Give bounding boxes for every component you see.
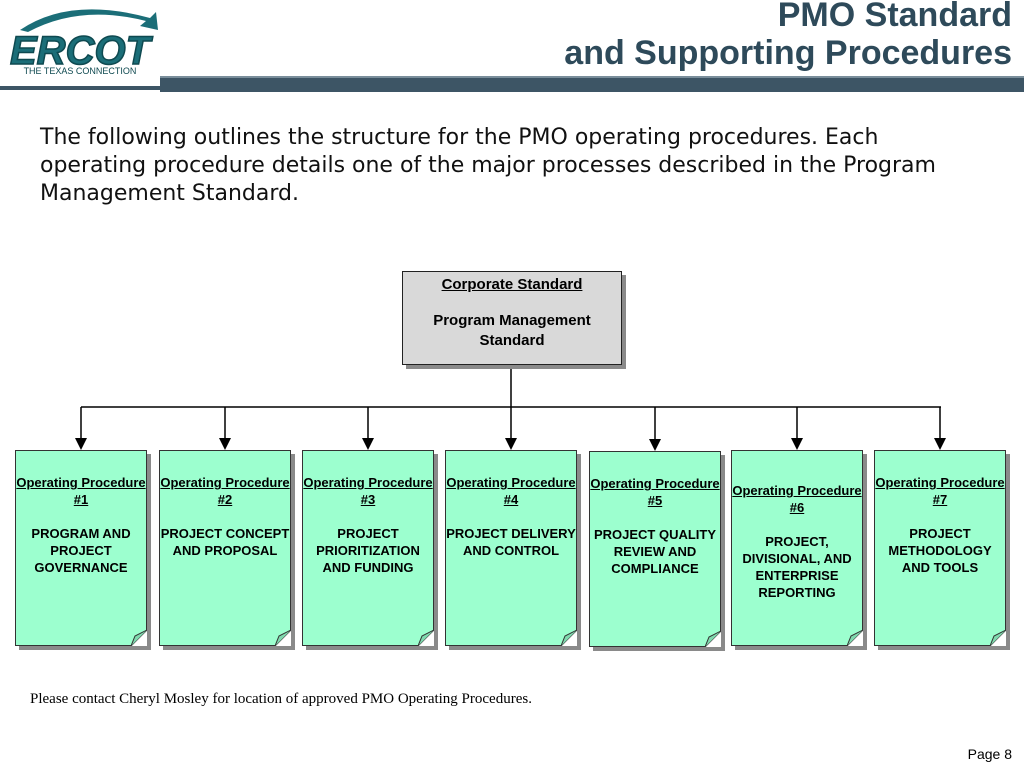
ercot-logo: ERCOT THE TEXAS CONNECTION — [9, 9, 158, 76]
procedure-title: Operating Procedure #1 — [16, 475, 146, 507]
operating-procedure-1-box: Operating Procedure #1 PROGRAM AND PROJEC… — [15, 450, 147, 646]
operating-procedure-7-box: Operating Procedure #7 PROJECT METHODOLOG… — [874, 450, 1006, 646]
page-title: PMO Standard and Supporting Procedures — [564, 0, 1012, 72]
page-number: Page 8 — [967, 746, 1012, 762]
procedure-title: Operating Procedure #4 — [446, 475, 576, 507]
procedure-title: Operating Procedure #6 — [732, 483, 862, 515]
procedure-title: Operating Procedure #3 — [303, 475, 433, 507]
procedure-description: PROGRAM AND PROJECT GOVERNANCE — [31, 526, 131, 575]
intro-text: The following outlines the structure for… — [40, 125, 936, 206]
procedure-title: Operating Procedure #7 — [875, 475, 1005, 507]
page-fold-icon — [705, 631, 721, 647]
corporate-standard-box: Corporate Standard Program Management St… — [402, 271, 622, 365]
procedure-description: PROJECT QUALITY REVIEW AND COMPLIANCE — [593, 527, 717, 576]
logo-tagline: THE TEXAS CONNECTION — [24, 66, 137, 76]
page-fold-icon — [275, 630, 291, 646]
operating-procedure-2-box: Operating Procedure #2 PROJECT CONCEPT AN… — [159, 450, 291, 646]
operating-procedure-5-box: Operating Procedure #5 PROJECT QUALITY RE… — [589, 451, 721, 647]
procedure-title: Operating Procedure #5 — [590, 476, 720, 508]
title-line-1: PMO Standard — [777, 0, 1012, 34]
procedure-description: PROJECT DELIVERY AND CONTROL — [446, 526, 576, 558]
page-fold-icon — [990, 630, 1006, 646]
page-fold-icon — [131, 630, 147, 646]
title-line-2: and Supporting Procedures — [564, 34, 1012, 72]
procedure-description: PROJECT, DIVISIONAL, AND ENTERPRISE REPO… — [742, 534, 852, 600]
logo-text: ERCOT — [10, 29, 154, 73]
procedure-title: Operating Procedure #2 — [160, 475, 290, 507]
procedure-description: PROJECT CONCEPT AND PROPOSAL — [160, 526, 290, 558]
operating-procedure-3-box: Operating Procedure #3 PROJECT PRIORITIZA… — [302, 450, 434, 646]
header-divider — [160, 76, 1024, 92]
corporate-standard-body: Program Management Standard — [433, 312, 591, 349]
header-divider-left — [0, 86, 160, 90]
page-fold-icon — [847, 630, 863, 646]
procedure-description: PROJECT METHODOLOGY AND TOOLS — [888, 526, 992, 575]
operating-procedure-6-box: Operating Procedure #6 PROJECT, DIVISIONA… — [731, 450, 863, 646]
procedure-description: PROJECT PRIORITIZATION AND FUNDING — [316, 526, 420, 575]
page-fold-icon — [561, 630, 577, 646]
corporate-standard-heading: Corporate Standard — [441, 276, 583, 293]
footer-note: Please contact Cheryl Mosley for locatio… — [30, 691, 532, 707]
page-fold-icon — [418, 630, 434, 646]
operating-procedure-4-box: Operating Procedure #4 PROJECT DELIVERY A… — [445, 450, 577, 646]
